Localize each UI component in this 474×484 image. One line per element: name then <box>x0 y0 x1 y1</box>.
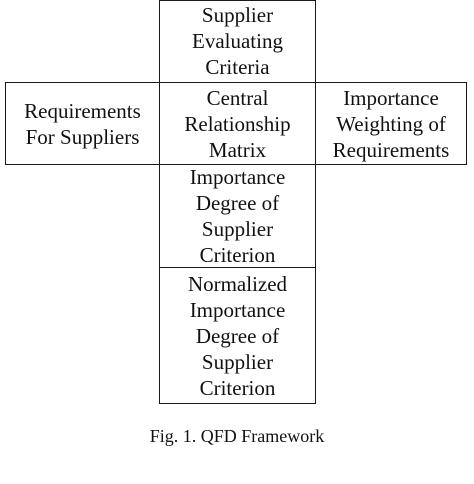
box-text-line: Requirements <box>24 98 141 123</box>
box-text-line: Supplier <box>201 217 274 241</box>
central-relationship-matrix-box: Central Relationship Matrix <box>159 82 316 165</box>
importance-weighting-box: Importance Weighting of Requirements <box>315 82 467 165</box>
requirements-for-suppliers-box: Requirements For Suppliers <box>5 82 160 165</box>
box-text-line: Relationship <box>184 111 291 136</box>
figure-caption: Fig. 1. QFD Framework <box>149 426 325 446</box>
supplier-evaluating-criteria-box: Supplier Evaluating Criteria <box>159 0 316 83</box>
box-text-line: Evaluating <box>192 29 283 53</box>
normalized-importance-degree-box: Normalized Importance Degree of Supplier… <box>159 267 316 404</box>
box-text-line: Central <box>206 85 269 110</box>
box-text-line: Criterion <box>199 243 276 267</box>
box-text-line: For Suppliers <box>25 124 140 149</box>
box-text-line: Degree of <box>195 323 280 348</box>
box-text-line: Criteria <box>205 55 270 79</box>
box-text-line: Importance <box>189 297 286 322</box>
box-text-line: Criterion <box>199 375 276 400</box>
box-text-line: Matrix <box>208 137 267 162</box>
box-text-line: Normalized <box>187 271 288 296</box>
box-text-line: Supplier <box>201 349 274 374</box>
box-text-line: Supplier <box>201 3 274 27</box>
box-text-line: Requirements <box>332 137 450 162</box>
box-text-line: Degree of <box>195 191 280 215</box>
box-text-line: Importance <box>189 165 286 189</box>
importance-degree-box: Importance Degree of Supplier Criterion <box>159 164 316 268</box>
box-text-line: Weighting of <box>336 111 446 136</box>
box-text-line: Importance <box>343 85 439 110</box>
